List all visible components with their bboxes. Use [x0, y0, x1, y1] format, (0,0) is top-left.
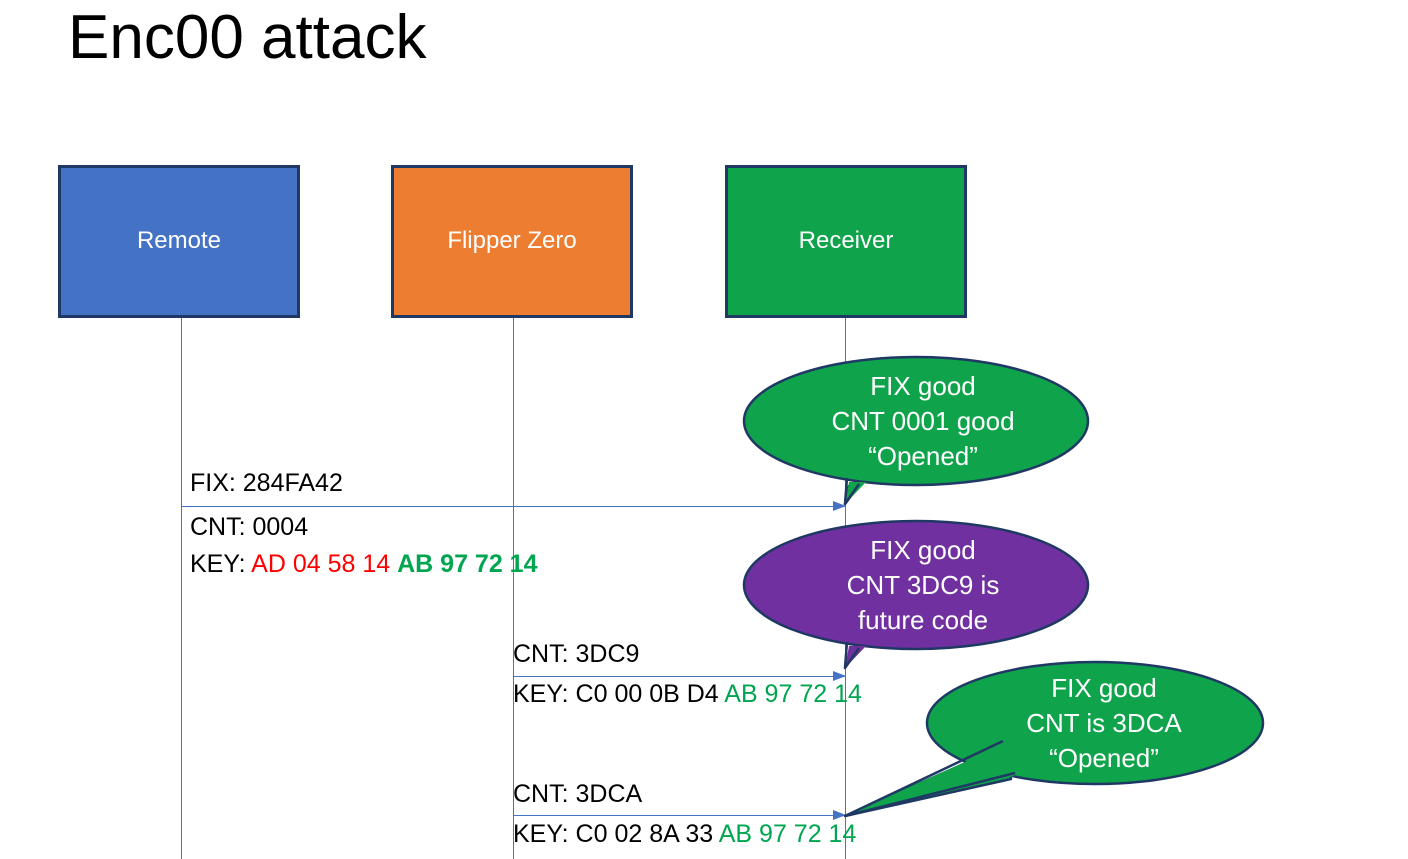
actor-label-remote: Remote: [136, 227, 222, 255]
actor-label-receiver: Receiver: [798, 227, 894, 255]
message-1-key: KEY: AD 04 58 14 AB 97 72 14: [190, 550, 538, 579]
message-1-key-part1: AD 04 58 14: [251, 550, 391, 578]
actor-box-receiver: Receiver: [725, 165, 967, 318]
message-1-key-label: KEY:: [190, 550, 246, 578]
message-2-key-label: KEY:: [513, 680, 569, 708]
message-3-key-part1: C0 02 8A 33: [575, 820, 714, 848]
message-2-key-part1: C0 00 0B D4: [575, 680, 719, 708]
message-2-cnt: CNT: 3DC9: [513, 640, 640, 668]
message-3-key: KEY: C0 02 8A 33 AB 97 72 14: [513, 820, 857, 849]
actor-box-remote: Remote: [58, 165, 300, 318]
actor-box-flipper: Flipper Zero: [391, 165, 633, 318]
callout-1-shape: [742, 355, 1090, 506]
message-1-fix: FIX: 284FA42: [190, 469, 343, 497]
message-3-key-label: KEY:: [513, 820, 569, 848]
message-arrow-flipper-to-receiver-1: [513, 671, 846, 681]
callout-2-shape: [742, 519, 1090, 670]
message-3-key-part2: AB 97 72 14: [718, 820, 857, 848]
actor-label-flipper: Flipper Zero: [447, 227, 577, 255]
lifeline-remote: [181, 318, 182, 859]
callout-bubble-3: FIX good CNT is 3DCA “Opened”: [843, 660, 1265, 818]
message-arrow-remote-to-receiver: [181, 501, 846, 511]
lifeline-flipper: [513, 318, 514, 859]
message-3-cnt: CNT: 3DCA: [513, 780, 643, 808]
message-2-key: KEY: C0 00 0B D4 AB 97 72 14: [513, 680, 862, 709]
callout-3-shape: [843, 660, 1265, 818]
page-title: Enc00 attack: [68, 3, 427, 72]
message-1-cnt: CNT: 0004: [190, 513, 309, 541]
callout-bubble-1: FIX good CNT 0001 good “Opened”: [742, 354, 1090, 506]
message-1-key-part2: AB 97 72 14: [397, 550, 538, 578]
message-2-key-part2: AB 97 72 14: [724, 680, 862, 708]
callout-bubble-2: FIX good CNT 3DC9 is future code: [742, 518, 1090, 670]
message-arrow-flipper-to-receiver-2: [513, 810, 846, 820]
